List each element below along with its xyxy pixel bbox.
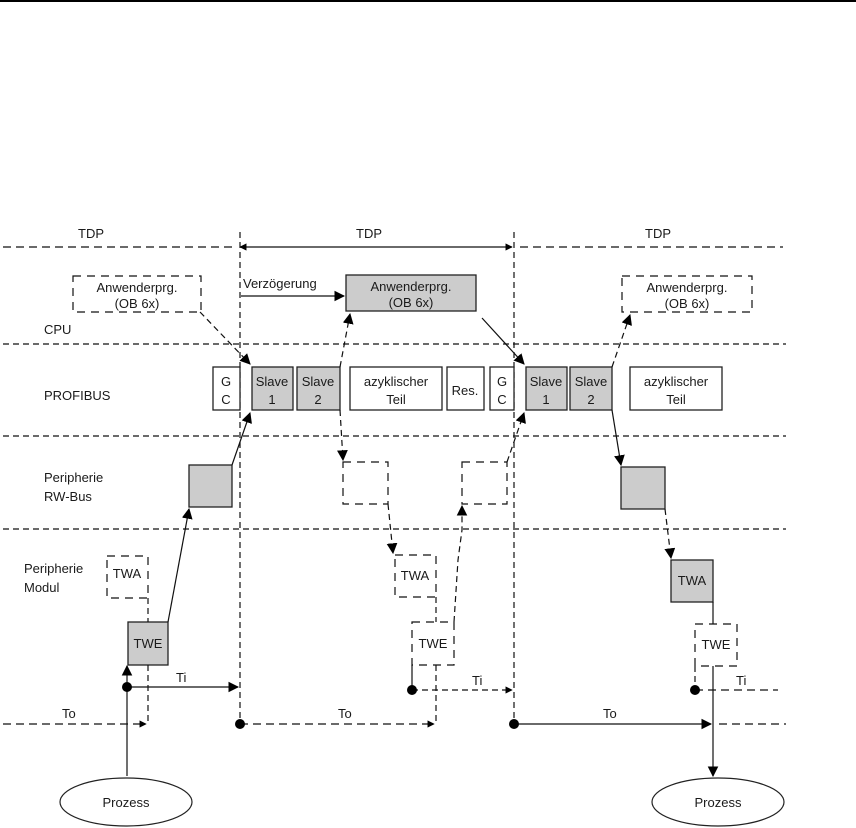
lane-label-modul-1: Peripherie — [24, 561, 83, 576]
profibus-acyclic-2: azyklischer Teil — [629, 366, 723, 411]
twe-label: TWE — [702, 637, 731, 652]
flow-program-to-gc — [199, 311, 251, 365]
gc-label-g: G — [497, 374, 507, 389]
twa-label: TWA — [401, 568, 430, 583]
gc-label-c: C — [221, 392, 230, 407]
slave-label: Slave — [575, 374, 608, 389]
slave-label: Slave — [530, 374, 563, 389]
lane-label-profibus: PROFIBUS — [44, 388, 111, 403]
user-program-sub: (OB 6x) — [115, 296, 160, 311]
process-label: Prozess — [695, 795, 742, 810]
tdp-label-1: TDP — [78, 226, 104, 241]
ti-label-1: Ti — [176, 670, 186, 685]
flow-twe2-to-rwbus — [453, 504, 468, 623]
flow-slave2-to-program — [339, 312, 354, 368]
rwbus-box-4 — [620, 466, 666, 510]
twa-box-1: TWA — [106, 555, 149, 599]
process-node-output: Prozess — [651, 777, 785, 827]
twe-box-2: TWE — [411, 621, 455, 666]
ti-label-3: Ti — [736, 673, 746, 688]
user-program-box-current: Anwenderprg. (OB 6x) — [345, 274, 477, 312]
flow-rwbus-to-twa — [386, 503, 398, 555]
acyclic-label: azyklischer — [644, 374, 709, 389]
slave-number: 1 — [542, 392, 549, 407]
rwbus-box-3-pending — [461, 461, 508, 505]
user-program-box-next: Anwenderprg. (OB 6x) — [621, 275, 753, 313]
flow-twe-to-rwbus — [167, 507, 193, 623]
gc-label-g: G — [221, 374, 231, 389]
ti-start-dot-1 — [122, 682, 132, 692]
user-program-label: Anwenderprg. — [97, 280, 178, 295]
to-label-1: To — [62, 706, 76, 721]
to-label-2: To — [338, 706, 352, 721]
process-label: Prozess — [103, 795, 150, 810]
flow-rwbus-to-twa-3 — [664, 508, 676, 560]
lane-label-rwbus-2: RW-Bus — [44, 489, 92, 504]
profibus-gc-1: G C — [212, 366, 241, 411]
flow-slave2-to-rwbus-3 — [611, 409, 625, 467]
twe-box-1: TWE — [127, 621, 169, 666]
user-program-box-prev: Anwenderprg. (OB 6x) — [72, 275, 202, 313]
lane-label-cpu: CPU — [44, 322, 71, 337]
rwbus-box-2-pending — [342, 461, 389, 505]
profibus-slave2-1: Slave 2 — [296, 366, 341, 411]
twa-box-2: TWA — [394, 554, 437, 598]
twa-label: TWA — [113, 566, 142, 581]
to-start-dot-3 — [509, 719, 519, 729]
slave-number: 2 — [314, 392, 321, 407]
user-program-label: Anwenderprg. — [647, 280, 728, 295]
acyclic-sub: Teil — [666, 392, 686, 407]
acyclic-sub: Teil — [386, 392, 406, 407]
flow-rwbus-to-slave1 — [231, 411, 252, 466]
slave-number: 1 — [268, 392, 275, 407]
process-node-input: Prozess — [59, 777, 193, 827]
flow-rwbus-to-slave1-2 — [506, 411, 526, 463]
twe-box-3: TWE — [694, 623, 738, 667]
ti-start-dot-2 — [407, 685, 417, 695]
tdp-label-2: TDP — [356, 226, 382, 241]
twe-label: TWE — [134, 636, 163, 651]
to-label-3: To — [603, 706, 617, 721]
rwbus-box-1 — [188, 464, 233, 508]
twa-label: TWA — [678, 573, 707, 588]
profibus-acyclic-1: azyklischer Teil — [349, 366, 443, 411]
flow-slave2-to-program-3 — [611, 313, 632, 368]
lane-label-modul-2: Modul — [24, 580, 60, 595]
slave-label: Slave — [256, 374, 289, 389]
twe-label: TWE — [419, 636, 448, 651]
delay-label: Verzögerung — [243, 276, 317, 291]
lane-label-rwbus-1: Peripherie — [44, 470, 103, 485]
user-program-label: Anwenderprg. — [371, 279, 452, 294]
profibus-slave1-1: Slave 1 — [251, 366, 294, 411]
flow-slave2-to-rwbus — [337, 409, 348, 462]
profibus-reserve: Res. — [446, 366, 485, 411]
slave-label: Slave — [302, 374, 335, 389]
ti-label-2: Ti — [472, 673, 482, 688]
flow-program-to-gc-2 — [481, 317, 525, 365]
profibus-slave1-2: Slave 1 — [525, 366, 568, 411]
gc-label-c: C — [497, 392, 506, 407]
user-program-sub: (OB 6x) — [389, 295, 434, 310]
acyclic-label: azyklischer — [364, 374, 429, 389]
slave-number: 2 — [587, 392, 594, 407]
reserve-label: Res. — [452, 383, 479, 398]
ti-start-dot-3 — [690, 685, 700, 695]
to-start-dot-2 — [235, 719, 245, 729]
tdp-label-3: TDP — [645, 226, 671, 241]
twa-box-3: TWA — [670, 559, 714, 603]
profibus-slave2-2: Slave 2 — [569, 366, 613, 411]
profibus-gc-2: G C — [489, 366, 515, 411]
user-program-sub: (OB 6x) — [665, 296, 710, 311]
